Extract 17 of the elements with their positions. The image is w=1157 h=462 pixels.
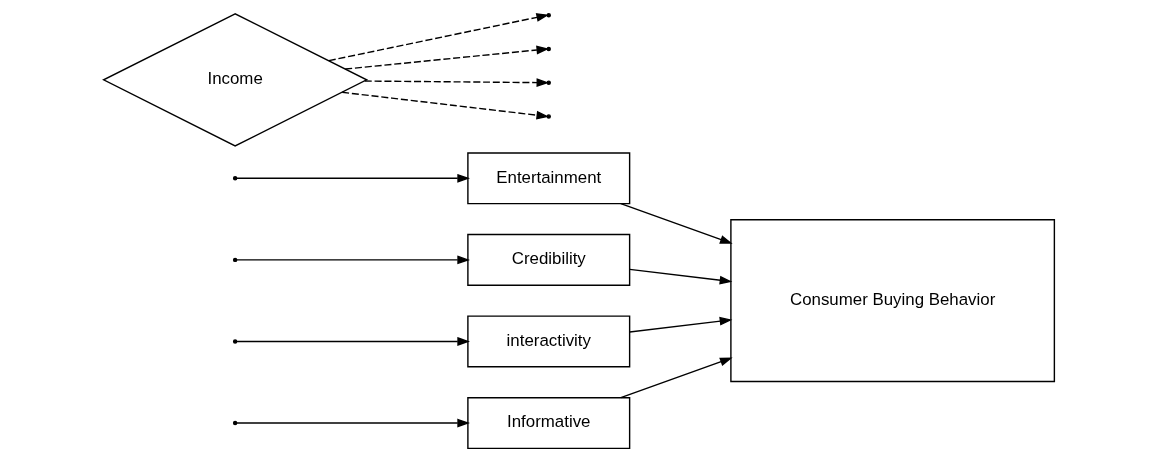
arrow [341, 91, 549, 120]
arrow [235, 418, 470, 428]
arrow [628, 268, 732, 285]
node-diamond: Income [101, 12, 368, 147]
arrow [628, 316, 732, 333]
arrow [235, 337, 470, 346]
arrow [235, 173, 470, 183]
arrow [235, 255, 470, 265]
node-box: interactivity [466, 315, 630, 368]
arrow [327, 13, 549, 62]
arrow [344, 45, 549, 70]
node-box: Credibility [466, 233, 630, 286]
node-box: Entertainment [466, 152, 630, 205]
arrow [619, 357, 733, 399]
node-box: Consumer Buying Behavior [729, 219, 1055, 383]
node-box: Informative [466, 397, 630, 450]
arrow [619, 202, 733, 244]
